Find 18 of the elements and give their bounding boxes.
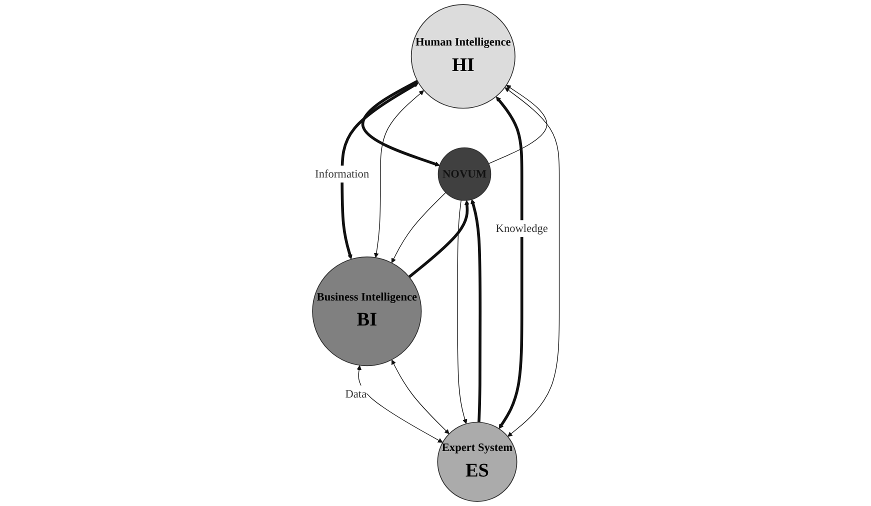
edge-label: Data [344,388,366,400]
arrow [456,200,467,424]
node-circle: Business Intelligence BI [312,256,422,366]
arrow [470,199,482,422]
arrow [361,80,440,166]
arrow [391,192,446,264]
arrow [408,200,470,278]
arrow [356,365,443,443]
arrow [391,360,450,434]
arrow [496,96,523,429]
arrow [374,90,424,258]
arrow [340,82,418,260]
edge-label: Information [314,168,369,180]
arrow [504,87,560,437]
node-circle: Human Intelligence HI [410,4,516,109]
node-circle: Expert System ES [436,422,517,502]
arrow [488,84,547,164]
edge-label: Knowledge [495,222,548,235]
